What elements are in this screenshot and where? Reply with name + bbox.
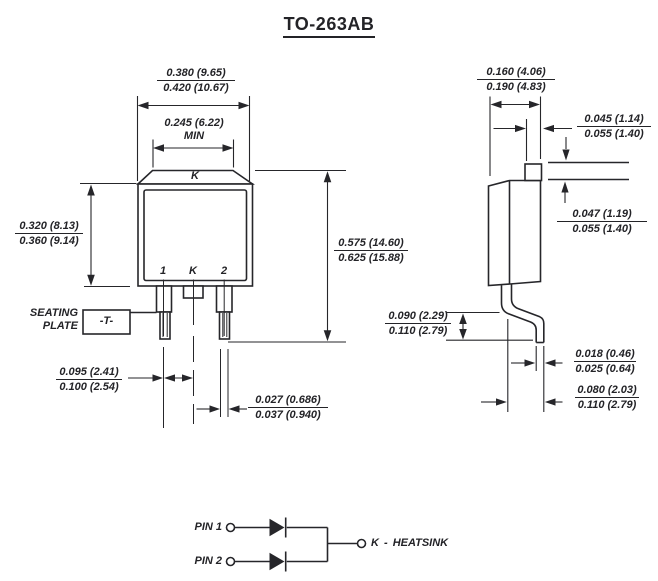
seating-plane-datum <box>82 309 157 335</box>
front-body-face <box>143 189 248 282</box>
schematic-pin2-label: PIN 2 <box>194 555 222 567</box>
dim-label-lead-thickness: 0.018 (0.46) 0.025 (0.64) <box>574 348 636 375</box>
side-lead-outer <box>500 285 537 343</box>
page-title: TO-263AB <box>0 13 658 38</box>
dim-side-lead-setback <box>481 319 563 412</box>
dim-front-tab-edge-width <box>152 139 235 168</box>
pin2-terminal <box>225 556 236 567</box>
pin2-number-label: 2 <box>220 265 228 277</box>
front-body <box>137 183 254 287</box>
diode1-anode <box>269 518 285 537</box>
pin1-lead <box>159 311 171 340</box>
dim-front-body-height <box>80 182 137 288</box>
dim-front-overall-height <box>228 169 346 343</box>
dim-label-tab-edge-width: 0.245 (6.22) MIN <box>164 117 224 142</box>
pin-schematic <box>225 517 367 572</box>
cathode-number-label: K <box>189 265 197 277</box>
dim-label-tab-thickness: 0.047 (1.19) 0.055 (1.40) <box>557 208 647 236</box>
dim-side-body-thickness <box>489 96 542 176</box>
dim-side-lead-bend-height <box>446 311 533 341</box>
diode2-anode <box>269 552 285 571</box>
side-body <box>487 179 542 287</box>
dim-label-lead-setback: 0.080 (2.03) 0.110 (2.79) <box>575 384 639 412</box>
dim-label-body-thickness: 0.160 (4.06) 0.190 (4.83) <box>477 66 555 94</box>
cathode-terminal <box>356 538 367 549</box>
dim-label-body-width: 0.380 (9.65) 0.420 (10.67) <box>157 67 235 95</box>
dim-side-tab-width <box>493 119 572 161</box>
dim-side-tab-thickness <box>548 137 629 203</box>
mounting-tab <box>524 163 543 182</box>
dim-front-lead-width <box>196 405 247 413</box>
dim-label-overall-height: 0.575 (14.60) 0.625 (15.88) <box>334 237 408 265</box>
dim-label-lead-pitch: 0.095 (2.41) 0.100 (2.54) <box>56 366 122 394</box>
seating-plate-label: SEATING PLATE <box>29 307 78 332</box>
dim-label-tab-width: 0.045 (1.14) 0.055 (1.40) <box>577 113 651 141</box>
side-lead-inner <box>510 284 545 343</box>
dim-front-lead-pitch <box>128 374 193 382</box>
schematic-pin1-label: PIN 1 <box>194 521 222 533</box>
dim-label-lead-bend-height: 0.090 (2.29) 0.110 (2.79) <box>385 310 451 338</box>
dim-side-lead-thickness <box>511 346 563 412</box>
dim-label-body-height: 0.320 (8.13) 0.360 (9.14) <box>15 220 83 248</box>
pin1-terminal <box>225 522 236 533</box>
front-tab-label: K <box>191 170 199 182</box>
datum-t-label: -T- <box>99 315 114 327</box>
pin1-number-label: 1 <box>159 265 167 277</box>
dim-front-body-width <box>136 96 251 181</box>
dim-label-lead-width: 0.027 (0.686) 0.037 (0.940) <box>248 394 328 422</box>
side-view <box>487 163 545 344</box>
pin-centerlines <box>163 279 229 428</box>
package-name: TO-263AB <box>282 13 376 38</box>
datum-box <box>82 309 131 335</box>
schematic-cathode-label: K - HEATSINK <box>371 537 449 549</box>
front-view <box>135 169 256 428</box>
